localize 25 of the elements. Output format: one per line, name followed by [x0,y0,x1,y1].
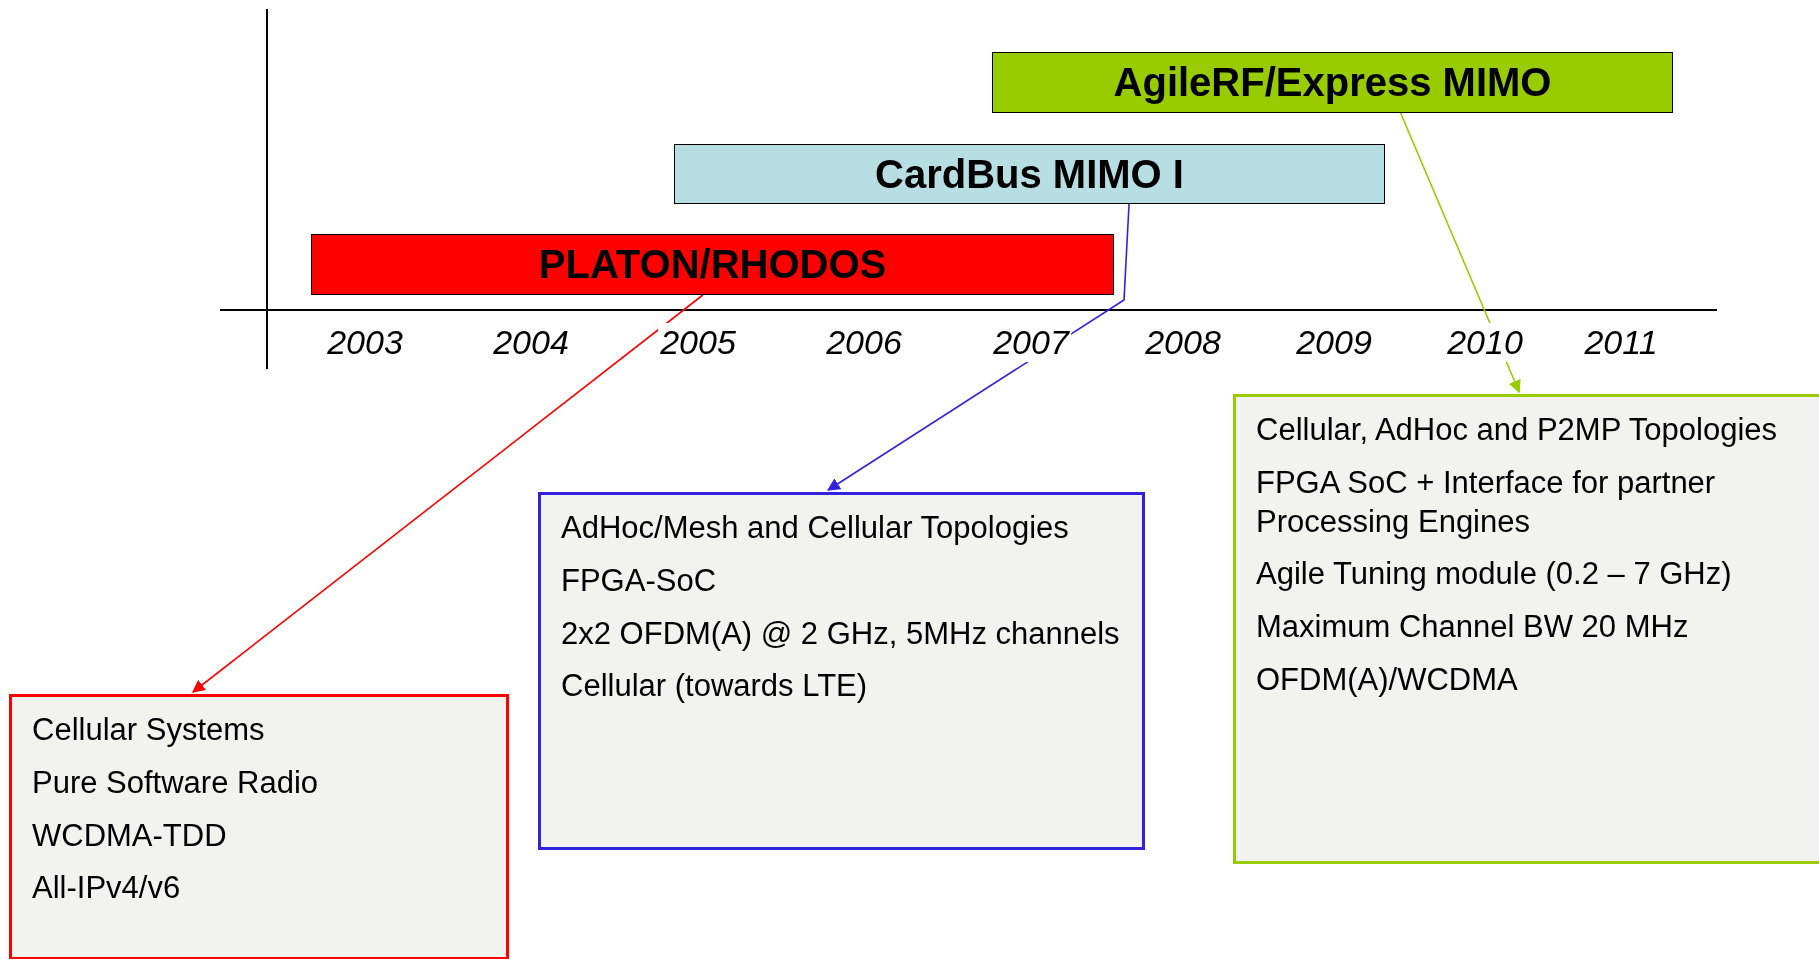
feature-panel [1233,394,1819,864]
timeline-bar [674,144,1385,204]
feature-item: Cellular, AdHoc and P2MP Topologies [1256,411,1779,449]
feature-item: Pure Software Radio [32,763,320,802]
timeline-bar [311,234,1114,295]
bar-title: CardBus MIMO I [875,151,1184,197]
feature-item: FPGA-SoC [561,561,718,600]
year-label: 2010 [1445,323,1525,362]
arrow [827,203,1130,491]
feature-item: FPGA SoC + Interface for partner Processing Engines [1256,463,1717,541]
feature-item: Agile Tuning module (0.2 – 7 GHz) [1256,555,1733,594]
bar-title: PLATON/RHODOS [538,242,887,287]
feature-item: Cellular Systems [32,711,266,749]
feature-item: OFDM(A)/WCDMA [1256,660,1519,699]
feature-item: WCDMA-TDD [32,816,228,855]
feature-panel [538,492,1145,850]
feature-item: 2x2 OFDM(A) @ 2 GHz, 5MHz channels [561,614,1121,653]
timeline-bar [992,52,1673,113]
arrow [192,294,704,693]
feature-item: AdHoc/Mesh and Cellular Topologies [561,509,1070,547]
feature-item: Cellular (towards LTE) [561,667,869,706]
feature-panel [9,694,509,959]
feature-item: Maximum Channel BW 20 MHz [1256,608,1690,646]
bar-title: AgileRF/Express MIMO [1113,60,1552,105]
feature-item: All-IPv4/v6 [32,869,182,908]
